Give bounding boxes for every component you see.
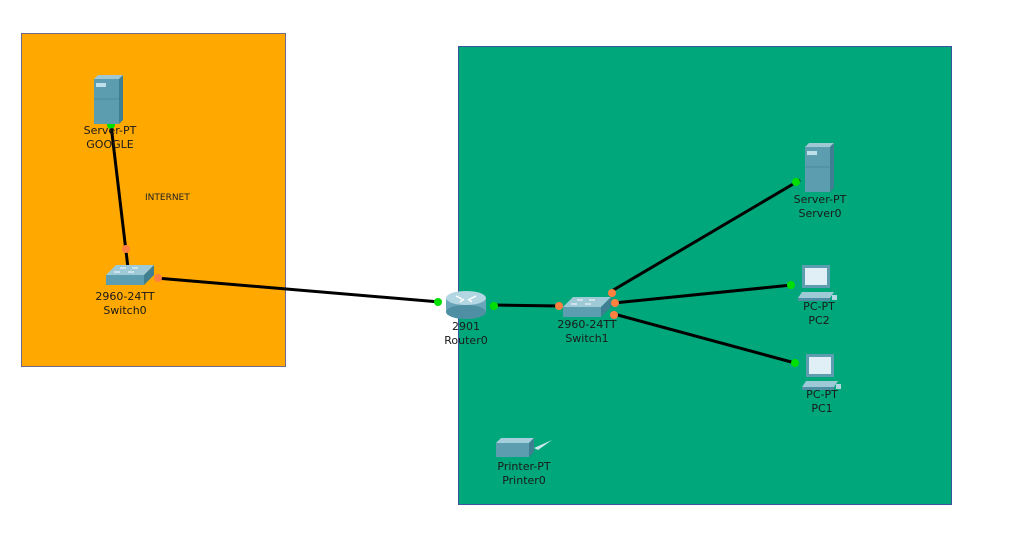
port-status-pending (122, 245, 130, 253)
device-name: GOOGLE (86, 138, 134, 151)
device-label-switch0: 2960-24TT Switch0 (95, 290, 154, 318)
printer-icon[interactable] (496, 438, 552, 457)
switch-icon[interactable] (563, 297, 611, 317)
link-router0-switch1[interactable] (492, 303, 561, 308)
port-status-up (787, 281, 795, 289)
device-model: 2960-24TT (557, 318, 617, 331)
device-label-pc2: PC-PT PC2 (803, 300, 835, 328)
device-label-server0: Server-PT Server0 (794, 193, 847, 221)
device-model: 2960-24TT (95, 290, 155, 303)
server-icon[interactable] (94, 75, 123, 124)
device-model: 2901 (451, 320, 480, 333)
device-label-printer0: Printer-PT Printer0 (497, 460, 550, 488)
device-model: PC-PT (803, 300, 835, 313)
device-label-google: Server-PT GOOGLE (84, 124, 137, 152)
port-status-pending (611, 299, 619, 307)
device-name: Switch1 (565, 332, 609, 345)
link-switch1-server0[interactable] (609, 178, 801, 294)
pc-icon[interactable] (802, 354, 841, 390)
router-icon[interactable] (446, 291, 486, 319)
device-label-pc1: PC-PT PC1 (806, 388, 838, 416)
port-status-up (490, 302, 498, 310)
port-status-up (434, 298, 442, 306)
link-switch1-pc1[interactable] (613, 312, 796, 365)
device-name: Router0 (444, 334, 488, 347)
link-switch0-router0[interactable] (155, 276, 441, 304)
internet-zone (21, 33, 286, 367)
device-model: Printer-PT (497, 460, 551, 473)
port-status-pending (154, 274, 162, 282)
device-name: Server0 (798, 207, 842, 220)
link-google-switch0[interactable] (109, 124, 130, 269)
device-model: Server-PT (83, 124, 137, 137)
internet-zone-label: INTERNET (145, 193, 190, 203)
device-name: Printer0 (502, 474, 546, 487)
device-label-switch1: 2960-24TT Switch1 (557, 318, 616, 346)
port-status-pending (555, 302, 563, 310)
device-model: Server-PT (793, 193, 847, 206)
link-switch1-pc2[interactable] (613, 283, 793, 305)
port-status-up (791, 359, 799, 367)
device-name: Switch0 (103, 304, 147, 317)
server-icon[interactable] (805, 143, 834, 192)
device-label-router0: 2901 Router0 (444, 320, 487, 348)
device-name: PC1 (811, 402, 833, 415)
port-status-up (792, 178, 800, 186)
switch-icon[interactable] (106, 265, 154, 285)
device-model: PC-PT (806, 388, 838, 401)
port-status-pending (608, 289, 616, 297)
device-name: PC2 (808, 314, 830, 327)
lan-zone (458, 46, 952, 505)
pc-icon[interactable] (798, 265, 837, 301)
port-status-pending (610, 311, 618, 319)
